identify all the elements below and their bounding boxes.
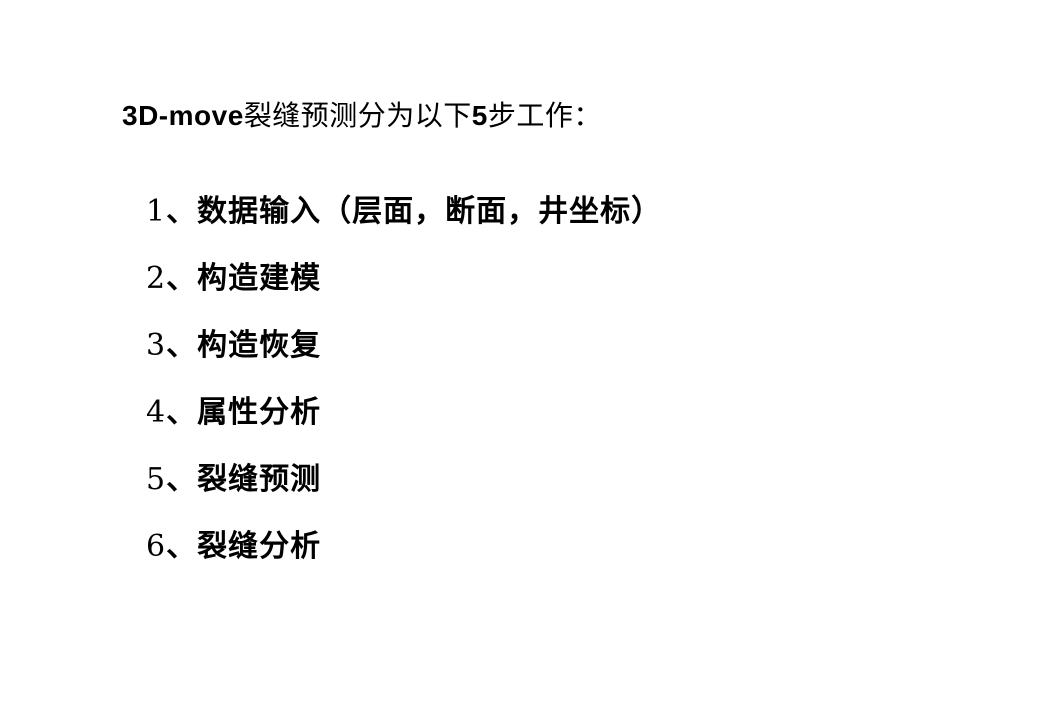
- title-software-name: 3D-move: [122, 100, 244, 131]
- step-number: 4: [146, 395, 167, 430]
- step-number: 3: [146, 328, 167, 363]
- step-separator: 、: [166, 462, 198, 497]
- list-item: 4、属性分析: [146, 389, 662, 456]
- step-number: 2: [146, 261, 167, 296]
- step-number: 1: [146, 194, 167, 229]
- step-number: 6: [146, 529, 167, 564]
- step-separator: 、: [166, 261, 198, 296]
- title-text: 裂缝预测分为以下: [243, 99, 472, 132]
- step-list: 1、数据输入（层面，断面，井坐标） 2、构造建模 3、构造恢复 4、属性分析 5…: [146, 188, 662, 590]
- title-step-count: 5: [471, 100, 488, 131]
- step-number: 5: [146, 462, 167, 497]
- step-text: 构造恢复: [197, 328, 322, 363]
- title-text-end: 步工作：: [487, 99, 602, 132]
- step-text: 裂缝分析: [197, 529, 322, 564]
- list-item: 2、构造建模: [146, 255, 662, 322]
- slide-title: 3D-move裂缝预测分为以下5步工作：: [122, 96, 602, 136]
- step-separator: 、: [166, 395, 198, 430]
- list-item: 1、数据输入（层面，断面，井坐标）: [146, 188, 662, 255]
- list-item: 5、裂缝预测: [146, 456, 662, 523]
- step-text: 数据输入（层面，断面，井坐标）: [197, 194, 663, 229]
- step-text: 属性分析: [197, 395, 322, 430]
- step-text: 裂缝预测: [197, 462, 322, 497]
- list-item: 6、裂缝分析: [146, 523, 662, 590]
- step-separator: 、: [166, 529, 198, 564]
- step-separator: 、: [166, 328, 198, 363]
- step-text: 构造建模: [197, 261, 322, 296]
- list-item: 3、构造恢复: [146, 322, 662, 389]
- step-separator: 、: [166, 194, 198, 229]
